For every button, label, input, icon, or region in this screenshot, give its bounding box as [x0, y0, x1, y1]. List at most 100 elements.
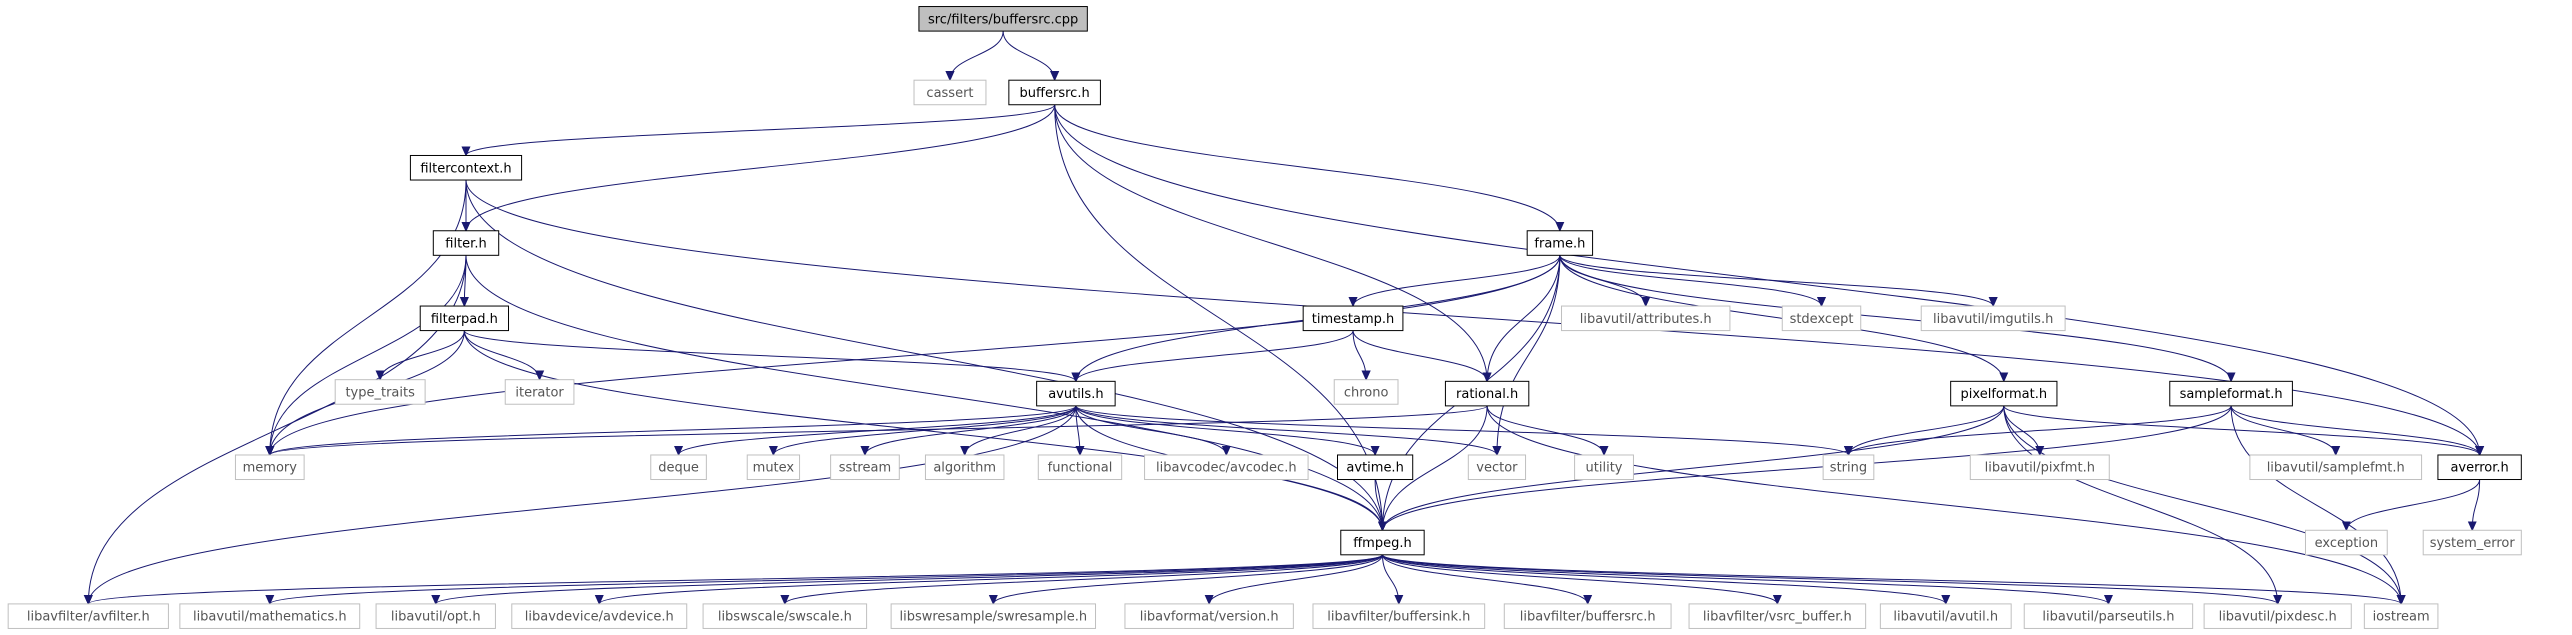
- node-label: src/filters/buffersrc.cpp: [928, 12, 1078, 27]
- node-chrono: chrono: [1333, 379, 1399, 405]
- node-label: ffmpeg.h: [1353, 536, 1412, 551]
- include-edge: [1075, 405, 1849, 455]
- include-edge: [270, 255, 467, 455]
- node-box: [746, 454, 801, 481]
- include-edge: [1054, 104, 1383, 531]
- node-label: libavfilter/buffersrc.h: [1520, 610, 1656, 625]
- node-box: [1333, 379, 1399, 405]
- node-filtercontext-h[interactable]: filtercontext.h: [409, 154, 523, 181]
- include-edge: [1382, 405, 2232, 530]
- node-label: libavutil/pixdesc.h: [2219, 610, 2337, 625]
- node-box: [1302, 305, 1404, 332]
- node-libavutil-attributes-h: libavutil/attributes.h: [1561, 305, 1731, 332]
- node-label: iostream: [2373, 610, 2430, 625]
- node-type-traits: type_traits: [334, 379, 426, 405]
- node-box: [1781, 305, 1862, 332]
- include-edge: [463, 330, 1076, 382]
- node-libavcodec-avcodec-h: libavcodec/avcodec.h: [1144, 454, 1309, 481]
- node-label: timestamp.h: [1312, 312, 1395, 327]
- node-label: cassert: [926, 86, 973, 101]
- node-libavutil-imgutils-h: libavutil/imgutils.h: [1920, 305, 2066, 332]
- include-edge: [773, 405, 1077, 455]
- node-timestamp-h[interactable]: timestamp.h: [1302, 305, 1404, 332]
- node-filterpad-h[interactable]: filterpad.h: [419, 305, 510, 332]
- include-edge: [1353, 255, 1561, 306]
- node-rational-h[interactable]: rational.h: [1444, 380, 1530, 407]
- include-edge: [2003, 405, 2401, 604]
- include-edge: [2346, 479, 2481, 531]
- include-edge: [1486, 405, 2401, 604]
- node-label: libavutil/parseutils.h: [2042, 610, 2174, 625]
- include-edge: [436, 554, 1383, 604]
- node-buffersrc-h[interactable]: buffersrc.h: [1008, 79, 1101, 106]
- node-utility: utility: [1574, 454, 1634, 481]
- node-libavutil-pixdesc-h: libavutil/pixdesc.h: [2203, 603, 2352, 629]
- node-label: buffersrc.h: [1020, 86, 1090, 101]
- node-box: [1467, 454, 1527, 481]
- node-label: exception: [2315, 536, 2379, 551]
- include-edge: [1075, 405, 1226, 455]
- node-sstream: sstream: [830, 454, 900, 481]
- node-label: chrono: [1344, 385, 1389, 400]
- node-averror-h[interactable]: averror.h: [2437, 454, 2522, 481]
- node-box: [650, 454, 707, 481]
- include-edge: [1075, 405, 1375, 455]
- node-frame-h[interactable]: frame.h: [1526, 230, 1594, 256]
- node-label: frame.h: [1534, 237, 1585, 252]
- node-box: [1574, 454, 1634, 481]
- node-box: [918, 6, 1088, 32]
- node-libavutil-mathematics-h: libavutil/mathematics.h: [179, 603, 361, 629]
- node-sampleformat-h[interactable]: sampleformat.h: [2169, 380, 2293, 407]
- node-label: libavutil/attributes.h: [1580, 312, 1712, 327]
- node-iterator: iterator: [504, 379, 575, 405]
- node-label: sstream: [839, 461, 891, 476]
- node-label: filter.h: [445, 237, 486, 252]
- node-box: [179, 603, 361, 629]
- node-pixelformat-h[interactable]: pixelformat.h: [1950, 380, 2058, 407]
- include-edge: [1075, 405, 1497, 455]
- include-edge: [270, 180, 467, 455]
- node-box: [1008, 79, 1101, 106]
- node-box: [504, 379, 575, 405]
- node-ffmpeg-h[interactable]: ffmpeg.h: [1340, 529, 1425, 556]
- node-label: avtime.h: [1346, 461, 1403, 476]
- node-mutex: mutex: [746, 454, 801, 481]
- node-label: memory: [243, 461, 298, 476]
- node-label: type_traits: [345, 385, 415, 400]
- include-edge: [466, 104, 1056, 231]
- include-edge: [1054, 104, 1487, 382]
- node-libavformat-version-h: libavformat/version.h: [1124, 603, 1294, 629]
- node-libswresample-swresample-h: libswresample/swresample.h: [890, 603, 1097, 629]
- include-edge: [1848, 405, 2232, 455]
- node-label: stdexcept: [1790, 312, 1854, 327]
- include-edge: [865, 405, 1077, 455]
- include-edge: [1848, 405, 2005, 455]
- node-libswscale-swscale-h: libswscale/swscale.h: [702, 603, 868, 629]
- node-avutils-h[interactable]: avutils.h: [1036, 380, 1116, 407]
- include-edge: [2472, 479, 2481, 531]
- node-label: libavfilter/avfilter.h: [27, 610, 150, 625]
- node-box: [1920, 305, 2066, 332]
- node-label: avutils.h: [1048, 387, 1103, 402]
- node-box: [7, 603, 169, 629]
- include-edge: [1487, 255, 1561, 381]
- node-box: [1561, 305, 1731, 332]
- node-box: [1950, 380, 2058, 407]
- include-edge: [993, 554, 1383, 604]
- node-filter-h[interactable]: filter.h: [432, 230, 500, 256]
- node-label: libavcodec/avcodec.h: [1156, 461, 1297, 476]
- node-avtime-h[interactable]: avtime.h: [1337, 454, 1414, 481]
- node-string: string: [1822, 454, 1875, 481]
- node-box: [1503, 603, 1672, 629]
- node-label: averror.h: [2450, 461, 2508, 476]
- node-algorithm: algorithm: [924, 454, 1005, 481]
- node-box: [2249, 454, 2423, 481]
- node-label: iterator: [515, 385, 564, 400]
- node-label: libswresample/swresample.h: [899, 610, 1087, 625]
- include-edge: [1559, 255, 1993, 306]
- node-box: [419, 305, 510, 332]
- node-layer: src/filters/buffersrc.cpp cassert buffersr…: [7, 6, 2522, 629]
- node-root[interactable]: src/filters/buffersrc.cpp: [918, 6, 1088, 32]
- node-box: [409, 154, 523, 181]
- node-label: pixelformat.h: [1961, 387, 2048, 402]
